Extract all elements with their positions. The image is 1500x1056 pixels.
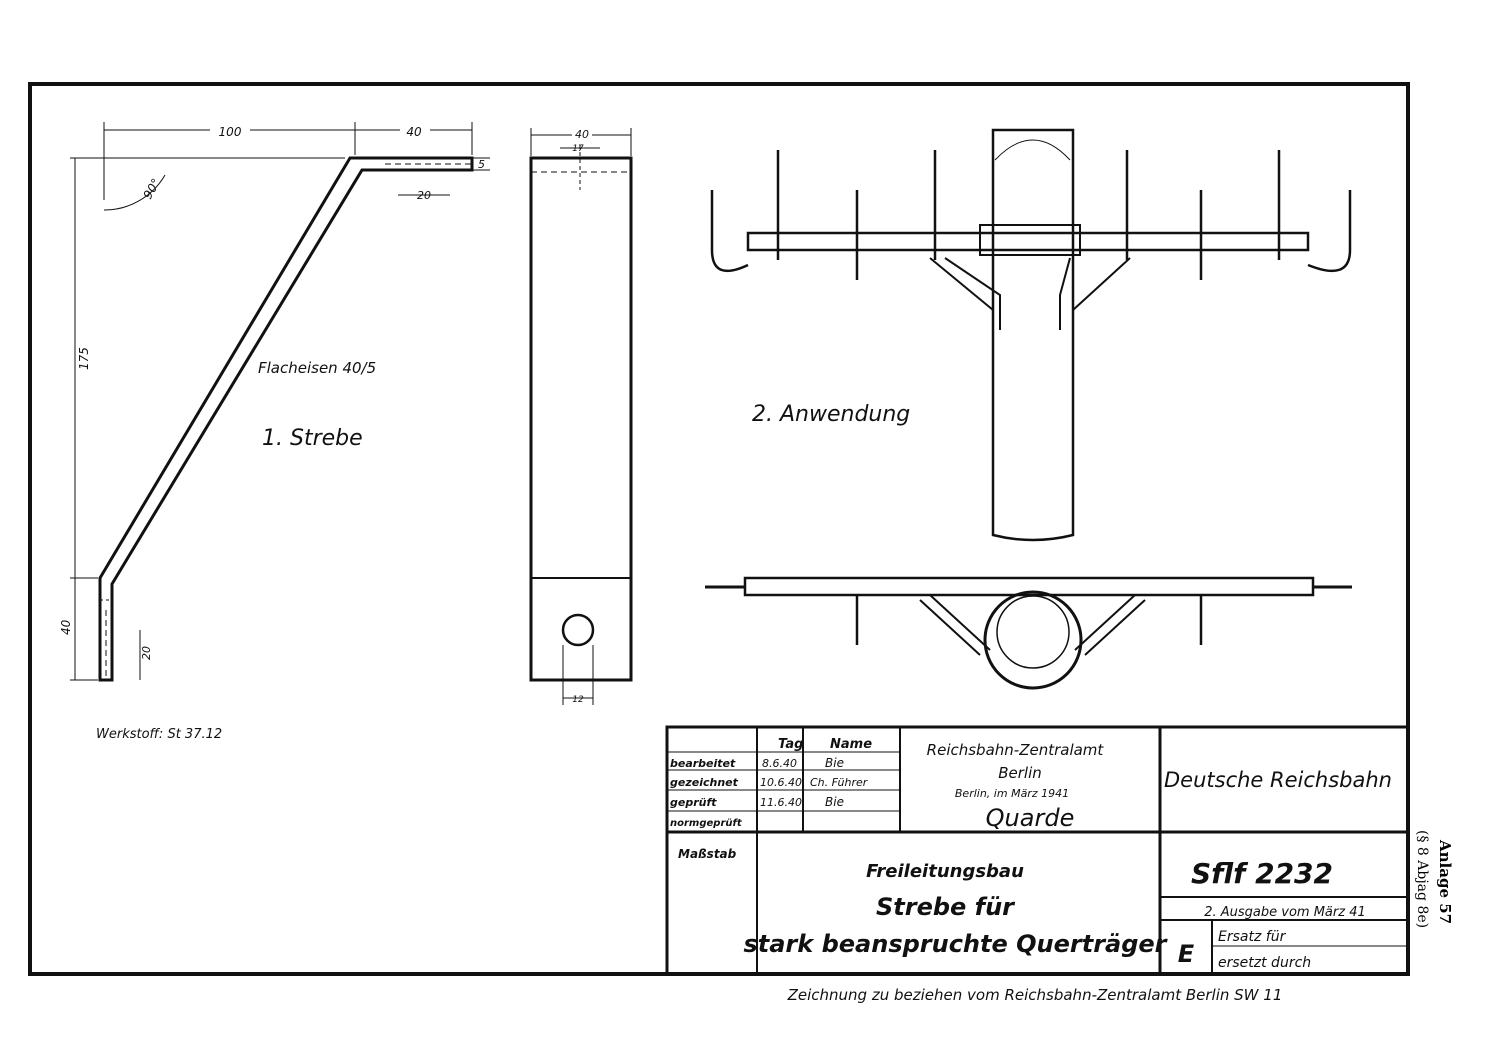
replaced-by: ersetzt durch (1218, 955, 1311, 971)
footer-note: Zeichnung zu beziehen vom Reichsbahn-Zen… (787, 986, 1283, 1004)
dim-20-top: 20 (417, 189, 431, 202)
office-city: Berlin (998, 764, 1042, 782)
office-signature: Quarde (986, 804, 1075, 832)
organization: Deutsche Reichsbahn (1164, 768, 1392, 792)
werkstoff-note: Werkstoff: St 37.12 (96, 727, 222, 742)
scale-label: Maßstab (678, 847, 737, 861)
subject: Freileitungsbau (866, 861, 1024, 882)
title-block (665, 725, 1410, 976)
dim-side-17: 17 (572, 144, 584, 154)
dim-175: 175 (77, 347, 91, 370)
row-signature: Bie (825, 756, 844, 770)
row-date: 11.6.40 (760, 796, 802, 809)
col-tag: Tag (778, 737, 803, 752)
strut-drawing: 100 40 5 20 90° 175 40 20 Flacheisen 40/… (59, 122, 490, 742)
dim-5: 5 (478, 158, 485, 171)
side-note-anlage: Anlage 57 (1436, 839, 1454, 924)
dim-40-bottom: 40 (59, 619, 73, 635)
class-letter: E (1178, 940, 1195, 968)
row-label: bearbeitet (670, 757, 736, 770)
drawing-number: Sflf 2232 (1191, 857, 1333, 890)
row-date: 10.6.40 (760, 776, 802, 789)
row-signature: Bie (825, 795, 844, 809)
application-drawing: 2. Anwendung (705, 128, 1352, 690)
dim-40-top: 40 (406, 125, 422, 139)
title-block-text: Tag Name bearbeitet 8.6.40 Bie gezeichne… (670, 737, 1392, 971)
row-label: geprüft (670, 796, 717, 809)
dim-side-40: 40 (575, 128, 589, 141)
title-line-1: Strebe für (876, 893, 1016, 921)
edition: 2. Ausgabe vom März 41 (1204, 905, 1366, 920)
dim-100: 100 (219, 125, 242, 139)
side-note-paragraph: (§ 8 Abjag 8e) (1414, 830, 1430, 928)
dim-side-12: 12 (572, 695, 584, 705)
strut-title: 1. Strebe (262, 426, 363, 451)
application-title: 2. Anwendung (752, 402, 910, 427)
row-label: normgeprüft (670, 818, 743, 829)
row-signature: Ch. Führer (810, 776, 869, 789)
material-note: Flacheisen 40/5 (258, 359, 376, 377)
replaces: Ersatz für (1218, 929, 1287, 945)
row-date: 8.6.40 (762, 757, 797, 770)
office-name: Reichsbahn-Zentralamt (927, 741, 1105, 759)
office-date: Berlin, im März 1941 (955, 787, 1069, 800)
title-line-2: stark beanspruchte Querträger (743, 930, 1168, 958)
row-label: gezeichnet (670, 776, 739, 789)
dim-20-bottom: 20 (140, 646, 153, 660)
col-name: Name (830, 737, 872, 752)
strut-side-view: 40 17 12 (529, 128, 633, 705)
